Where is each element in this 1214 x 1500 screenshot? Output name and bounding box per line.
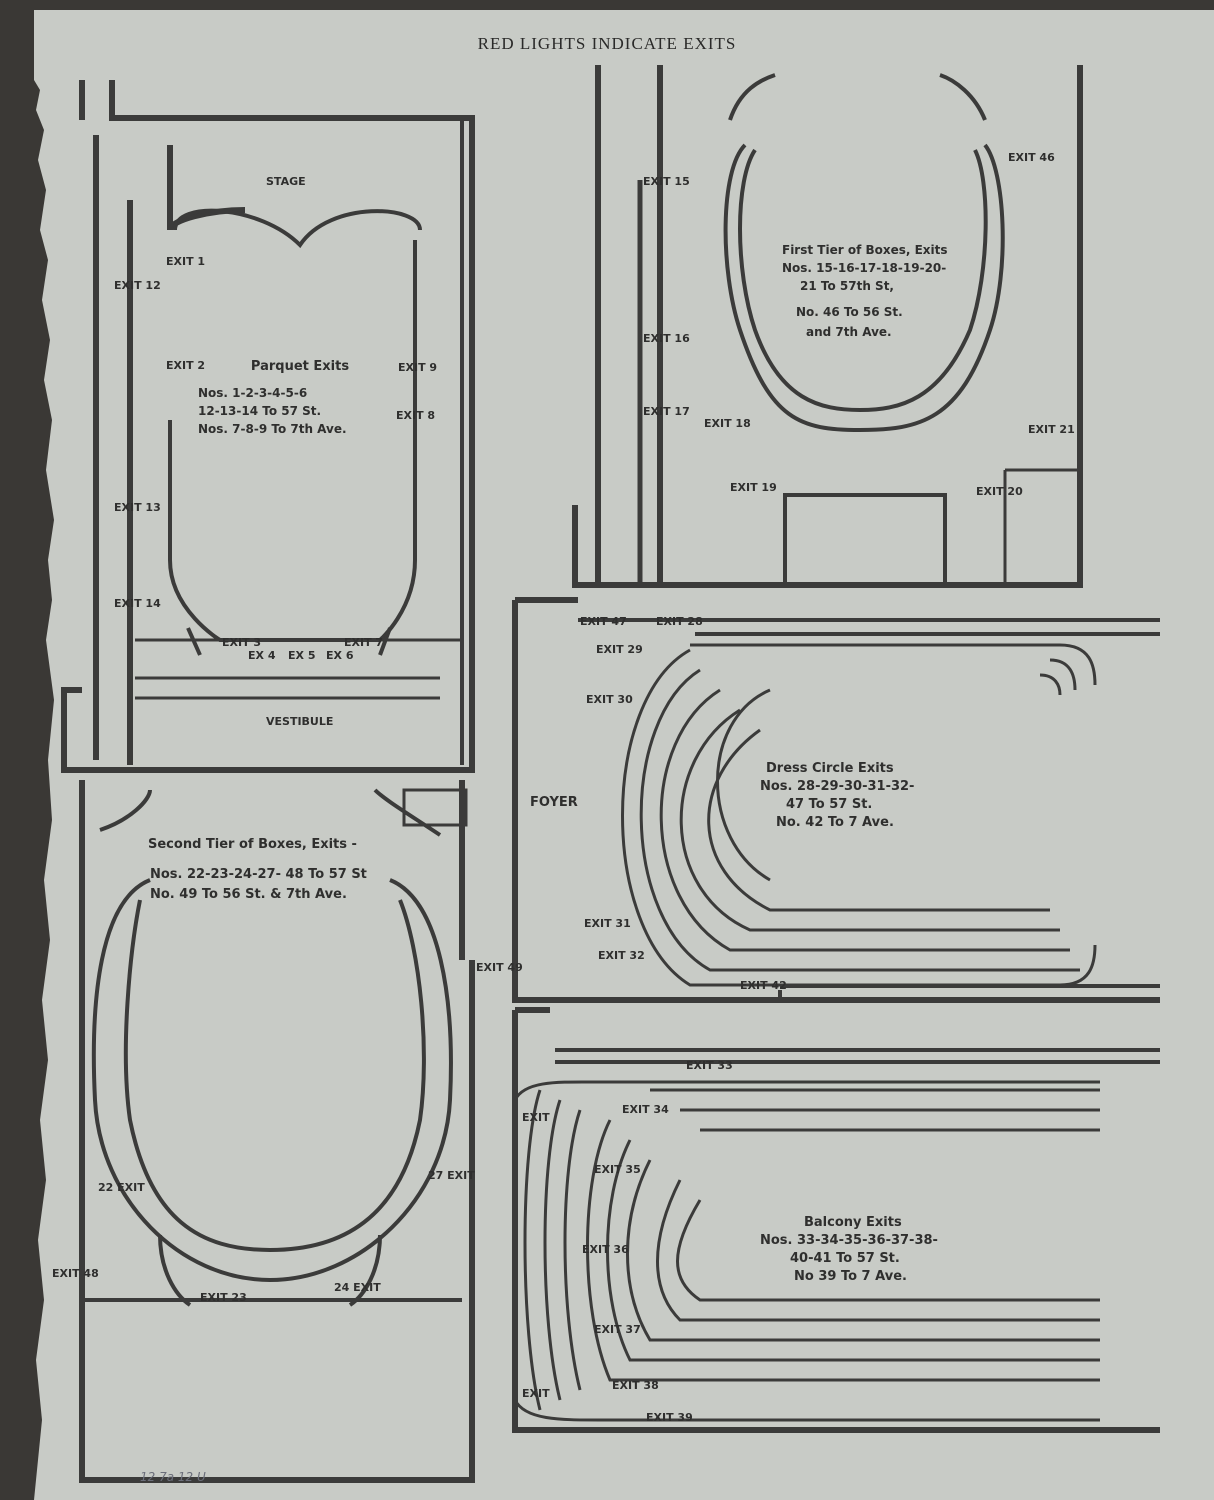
exit-label: EXIT 49 <box>476 961 523 974</box>
exit-label: EXIT 16 <box>643 332 690 345</box>
exit-label: EXIT 38 <box>612 1379 659 1392</box>
parquet-exits-line2: 12-13-14 To 57 St. <box>198 404 322 418</box>
dress-circle-line3: No. 42 To 7 Ave. <box>776 815 894 830</box>
dress-circle-rows <box>621 643 1097 987</box>
exit-label: EXIT 34 <box>622 1103 669 1116</box>
exit-label: 24 EXIT <box>334 1281 381 1294</box>
second-tier-plan <box>79 780 475 1483</box>
exit-label: EXIT 19 <box>730 481 777 494</box>
exit-label: EXIT 23 <box>200 1291 247 1304</box>
exit-label: EXIT 46 <box>1008 151 1055 164</box>
exit-label: EXIT 31 <box>584 917 631 930</box>
exit-label: EXIT 37 <box>594 1323 641 1336</box>
exit-label: EXIT 39 <box>646 1411 693 1424</box>
torn-page-edge <box>0 0 54 1500</box>
exit-label: EXIT 47 <box>580 615 627 628</box>
exit-label: EXIT <box>522 1111 550 1124</box>
balcony-rows <box>513 1080 1100 1422</box>
exit-label: EX 4 <box>248 649 276 662</box>
exit-label: EXIT 13 <box>114 501 161 514</box>
balcony-line1: Nos. 33-34-35-36-37-38- <box>760 1233 938 1248</box>
first-tier-horseshoe <box>723 73 1080 587</box>
first-tier-title: First Tier of Boxes, Exits <box>782 243 948 257</box>
exit-label: EX 5 <box>288 649 316 662</box>
exit-label: EXIT 33 <box>686 1059 733 1072</box>
dress-circle-title: Dress Circle Exits <box>766 761 894 776</box>
second-tier-title: Second Tier of Boxes, Exits - <box>148 837 357 852</box>
exit-label: EXIT 18 <box>704 417 751 430</box>
foyer-label: FOYER <box>530 795 578 810</box>
dress-circle-line2: 47 To 57 St. <box>786 797 873 812</box>
exit-label: EXIT 1 <box>166 255 206 268</box>
second-tier-line2: No. 49 To 56 St. & 7th Ave. <box>150 887 347 902</box>
second-tier-horseshoe <box>91 788 453 1307</box>
exit-label: EX 6 <box>326 649 354 662</box>
exit-label: EXIT 2 <box>166 359 206 372</box>
exit-label: EXIT 9 <box>398 361 438 374</box>
parquet-exits-line1: Nos. 1-2-3-4-5-6 <box>198 386 308 400</box>
exit-label: EXIT 14 <box>114 597 161 610</box>
first-tier-line2: 21 To 57th St, <box>800 279 894 293</box>
balcony-title: Balcony Exits <box>804 1215 902 1230</box>
parquet-auditorium <box>135 208 460 700</box>
exit-label: EXIT <box>522 1387 550 1400</box>
exit-label: EXIT 30 <box>586 693 633 706</box>
exit-label: EXIT 8 <box>396 409 436 422</box>
parquet-exits-line3: Nos. 7-8-9 To 7th Ave. <box>198 422 347 436</box>
exit-label: 22 EXIT <box>98 1181 145 1194</box>
page-title: RED LIGHTS INDICATE EXITS <box>477 34 737 53</box>
parquet-exits-title: Parquet Exits <box>250 359 350 374</box>
balcony-plan <box>512 1007 1160 1433</box>
vestibule-label: VESTIBULE <box>266 715 334 728</box>
exit-label: EXIT 20 <box>976 485 1023 498</box>
exit-label: EXIT 3 <box>222 636 262 649</box>
exit-label: EXIT 17 <box>643 405 690 418</box>
exit-label: EXIT 36 <box>582 1243 629 1256</box>
exit-label: EXIT 7 <box>344 636 384 649</box>
exit-label: EXIT 15 <box>643 175 690 188</box>
parquet-plan <box>61 80 475 773</box>
dress-circle-line1: Nos. 28-29-30-31-32- <box>760 779 915 794</box>
balcony-line3: No 39 To 7 Ave. <box>794 1269 907 1284</box>
balcony-line2: 40-41 To 57 St. <box>790 1251 900 1266</box>
first-tier-line4: and 7th Ave. <box>806 325 892 339</box>
stage-label: STAGE <box>266 175 306 188</box>
exit-label: EXIT 35 <box>594 1163 641 1176</box>
exit-label: 27 EXIT <box>428 1169 475 1182</box>
exit-label: EXIT 21 <box>1028 423 1075 436</box>
first-tier-line3: No. 46 To 56 St. <box>796 305 903 319</box>
exit-label: EXIT 42 <box>740 979 787 992</box>
handwritten-annotation: 12 7a 12 U <box>140 1470 206 1484</box>
program-page <box>34 10 1214 1500</box>
exit-label: EXIT 32 <box>598 949 645 962</box>
second-tier-line1: Nos. 22-23-24-27- 48 To 57 St <box>150 867 367 882</box>
first-tier-line1: Nos. 15-16-17-18-19-20- <box>782 261 947 275</box>
exit-label: EXIT 29 <box>596 643 643 656</box>
exit-label: EXIT 12 <box>114 279 161 292</box>
exit-label: EXIT 28 <box>656 615 703 628</box>
exit-label: EXIT 48 <box>52 1267 99 1280</box>
